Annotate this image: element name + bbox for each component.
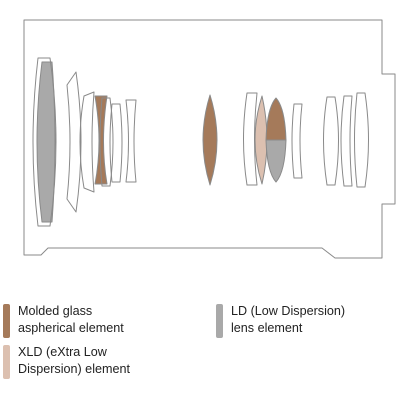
lens-element-1-ld — [36, 61, 56, 223]
lens-construction-diagram — [23, 19, 396, 259]
legend-ld-element: LD (Low Dispersion) lens element — [216, 303, 345, 338]
legend-ld-line2: lens element — [231, 321, 303, 335]
legend-ld-line1: LD (Low Dispersion) — [231, 304, 346, 318]
lens-element-2 — [32, 57, 57, 227]
lens-element-11-xld — [254, 95, 268, 185]
lens-element-15 — [323, 96, 339, 186]
legend-molded-line1: Molded glass — [18, 304, 93, 318]
legend-xld-line1: XLD (eXtra Low — [18, 345, 107, 359]
legend-swatch-molded — [3, 304, 10, 338]
lens-element-12-molded — [265, 97, 287, 141]
lens-element-6 — [99, 97, 114, 187]
legend-swatch-xld — [3, 345, 10, 379]
lens-element-9-molded — [202, 94, 218, 186]
lens-element-16 — [340, 95, 353, 187]
lens-element-10 — [243, 92, 258, 186]
lens-element-8 — [125, 99, 137, 183]
lens-element-5-molded — [94, 95, 108, 185]
lens-barrel-outline — [23, 19, 396, 259]
lens-element-7 — [109, 103, 123, 183]
lens-element-14 — [291, 103, 303, 179]
legend-swatch-ld — [216, 304, 223, 338]
lens-element-4 — [79, 91, 95, 193]
lens-element-17 — [354, 92, 369, 188]
lens-element-13-ld — [265, 139, 287, 183]
legend-xld-element: XLD (eXtra Low Dispersion) element — [3, 344, 130, 379]
legend-molded-aspherical: Molded glass aspherical element — [3, 303, 124, 338]
legend-molded-line2: aspherical element — [18, 321, 124, 335]
legend-xld-line2: Dispersion) element — [18, 362, 130, 376]
lens-element-3 — [66, 71, 82, 213]
